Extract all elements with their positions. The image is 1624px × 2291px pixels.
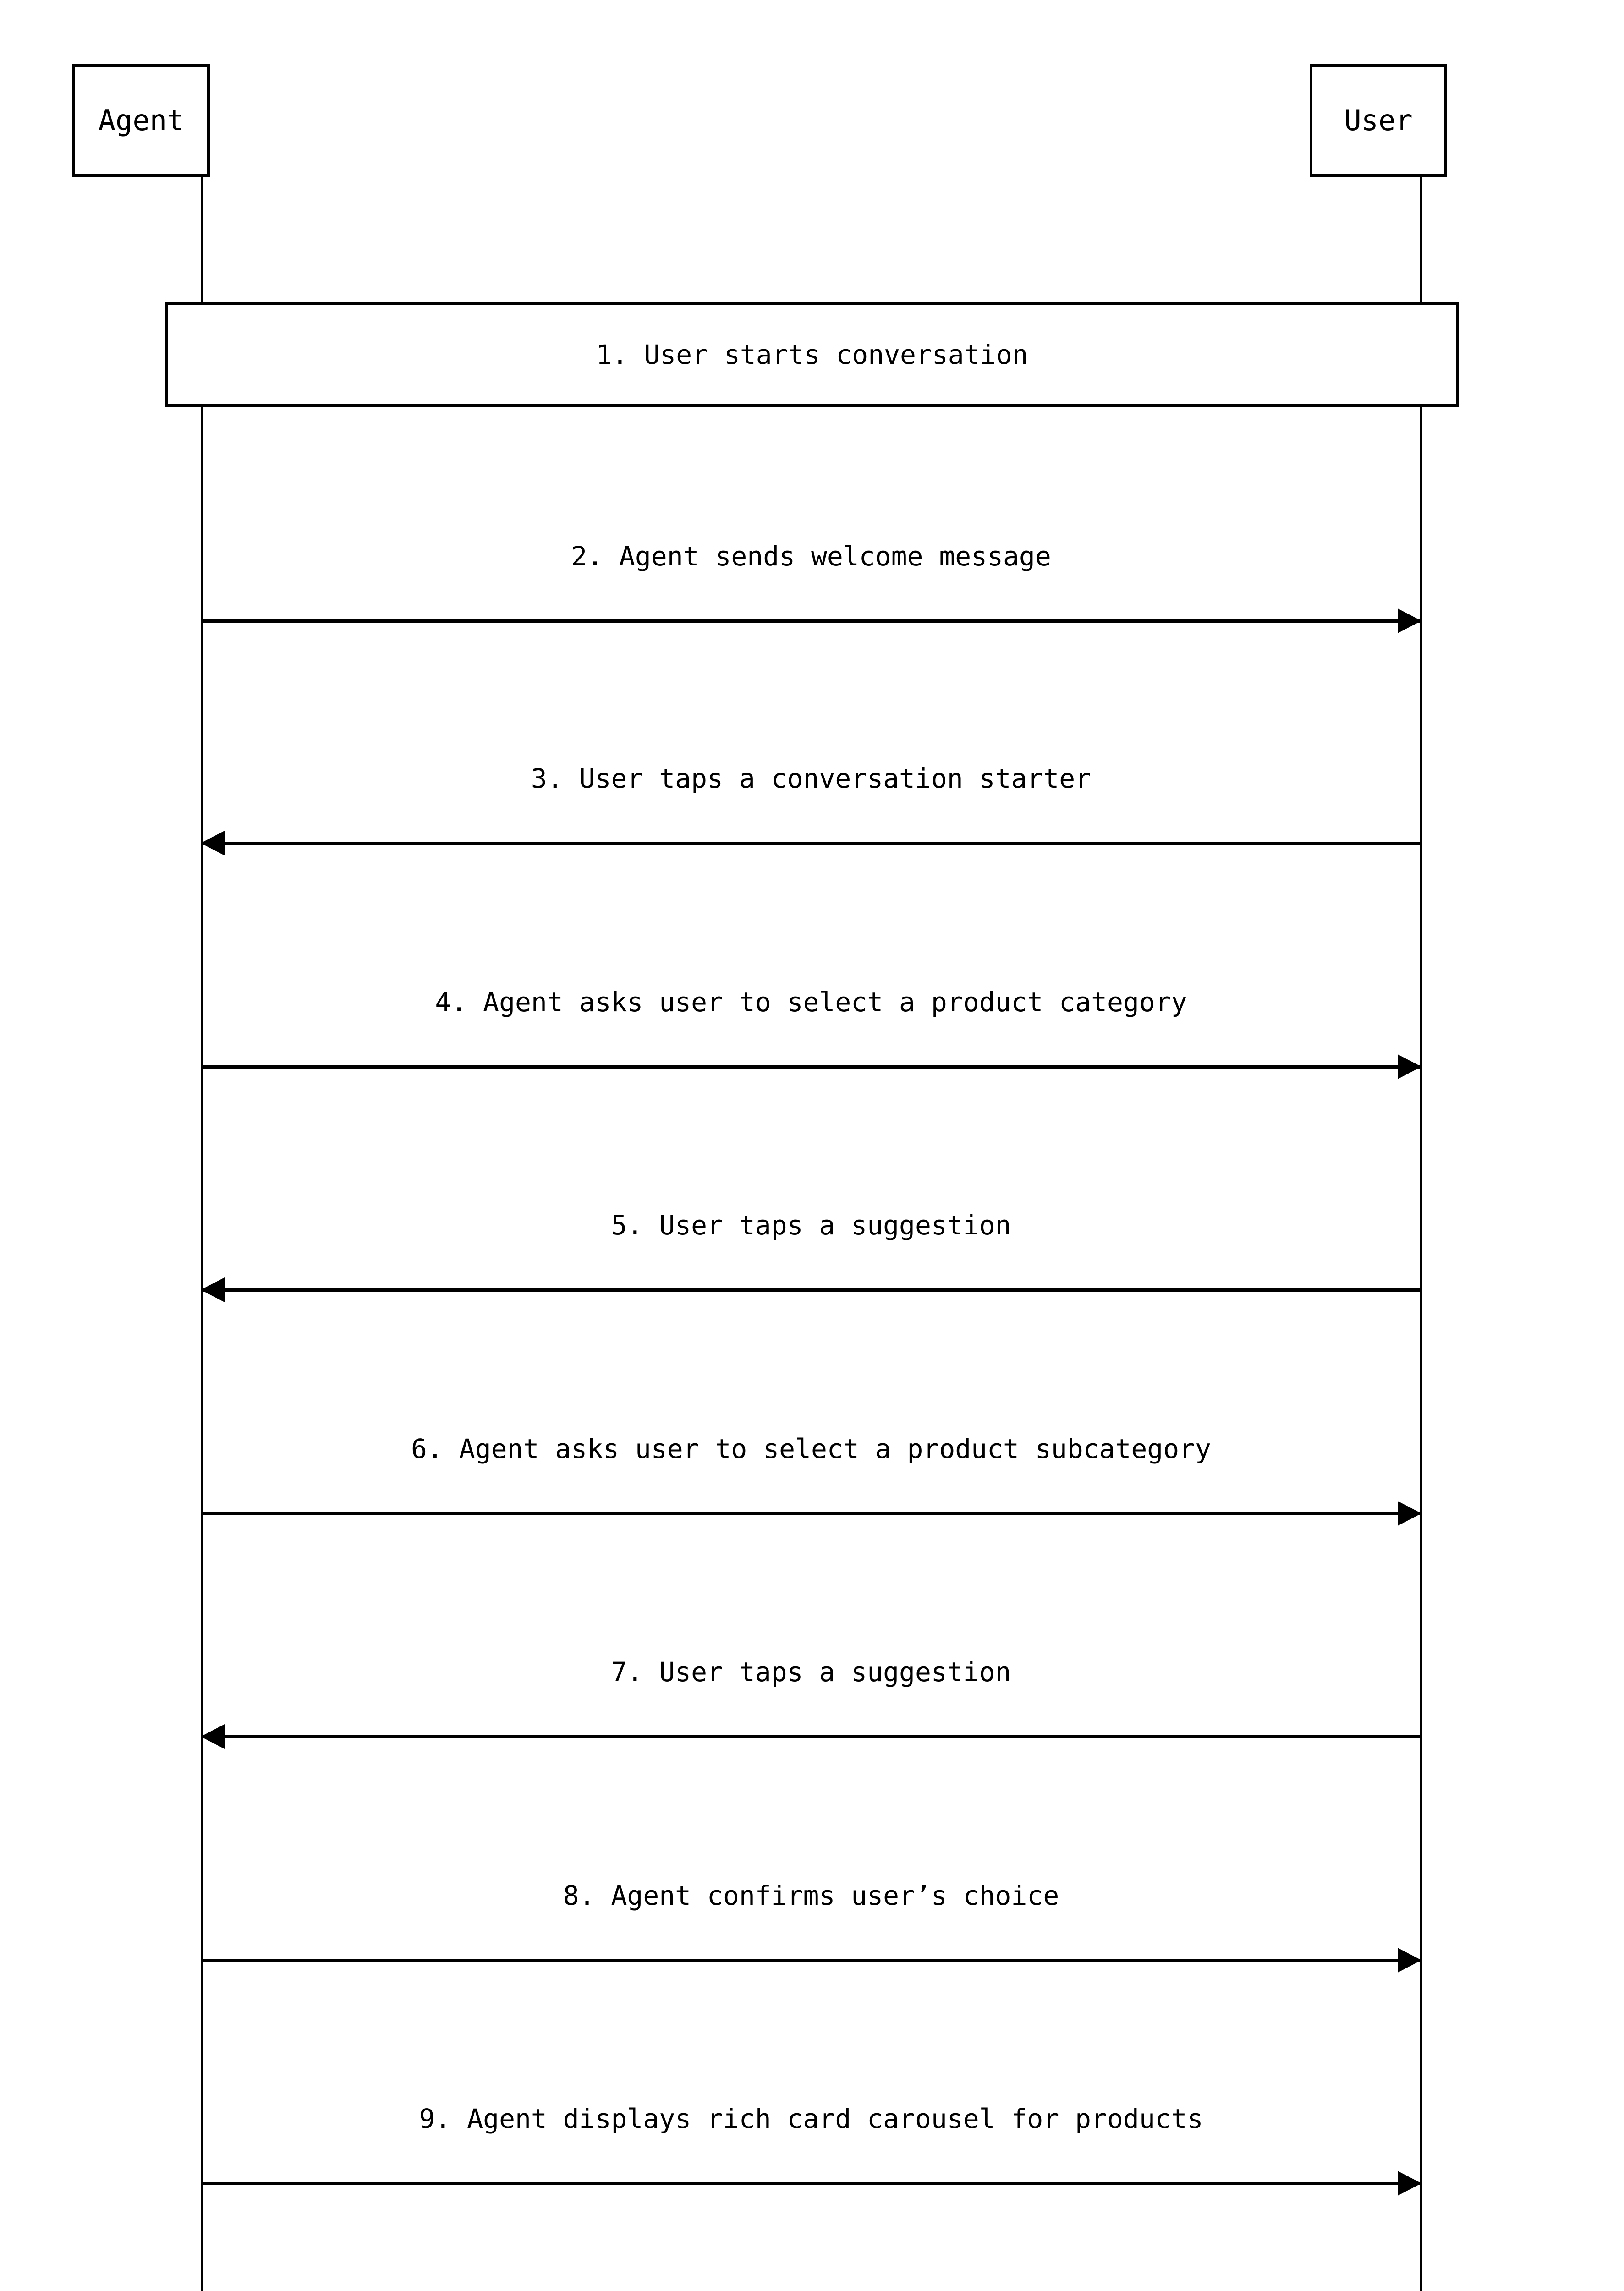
- note-box-message-1[interactable]: 1. User starts conversation: [165, 302, 1459, 407]
- message-2-line: [202, 608, 1421, 633]
- arrow-head-left-icon: [201, 1277, 225, 1302]
- message-7-label: 7. User taps a suggestion: [611, 1656, 1011, 1688]
- message-6-label: 6. Agent asks user to select a product s…: [411, 1433, 1211, 1464]
- message-8-label: 8. Agent confirms user’s choice: [563, 1880, 1059, 1911]
- actor-box-agent-top[interactable]: Agent: [72, 64, 210, 177]
- message-4[interactable]: 4. Agent asks user to select a product c…: [202, 987, 1421, 1079]
- message-9-line: [202, 2171, 1421, 2196]
- message-4-label: 4. Agent asks user to select a product c…: [435, 987, 1187, 1018]
- actor-label-user-top: User: [1344, 104, 1413, 137]
- message-5-label: 5. User taps a suggestion: [611, 1210, 1011, 1241]
- message-2[interactable]: 2. Agent sends welcome message: [202, 541, 1421, 633]
- arrow-head-right-icon: [1398, 608, 1421, 633]
- arrow-head-right-icon: [1398, 1501, 1421, 1526]
- arrow-head-left-icon: [201, 831, 225, 855]
- message-3-label: 3. User taps a conversation starter: [531, 763, 1092, 794]
- message-8-line: [202, 1948, 1421, 1973]
- message-3[interactable]: 3. User taps a conversation starter: [201, 763, 1421, 855]
- actor-label-agent-top: Agent: [98, 104, 184, 137]
- message-7[interactable]: 7. User taps a suggestion: [201, 1656, 1421, 1749]
- message-9[interactable]: 9. Agent displays rich card carousel for…: [202, 2103, 1421, 2196]
- message-2-label: 2. Agent sends welcome message: [571, 541, 1051, 572]
- message-5[interactable]: 5. User taps a suggestion: [201, 1210, 1421, 1302]
- message-3-line: [201, 831, 1421, 855]
- message-4-line: [202, 1054, 1421, 1079]
- actor-box-user-top[interactable]: User: [1310, 64, 1447, 177]
- arrow-head-right-icon: [1398, 1948, 1421, 1973]
- arrow-head-right-icon: [1398, 2171, 1421, 2196]
- message-9-label: 9. Agent displays rich card carousel for…: [419, 2103, 1203, 2134]
- lifeline-agent: [201, 176, 203, 2291]
- note-label-message-1: 1. User starts conversation: [596, 339, 1028, 370]
- message-8[interactable]: 8. Agent confirms user’s choice: [202, 1880, 1421, 1973]
- arrow-head-left-icon: [201, 1724, 225, 1749]
- message-6-line: [202, 1501, 1421, 1526]
- message-6[interactable]: 6. Agent asks user to select a product s…: [202, 1433, 1421, 1526]
- lifeline-user: [1420, 176, 1422, 2291]
- message-5-line: [201, 1277, 1421, 1302]
- arrow-head-right-icon: [1398, 1054, 1421, 1079]
- message-7-line: [201, 1724, 1421, 1749]
